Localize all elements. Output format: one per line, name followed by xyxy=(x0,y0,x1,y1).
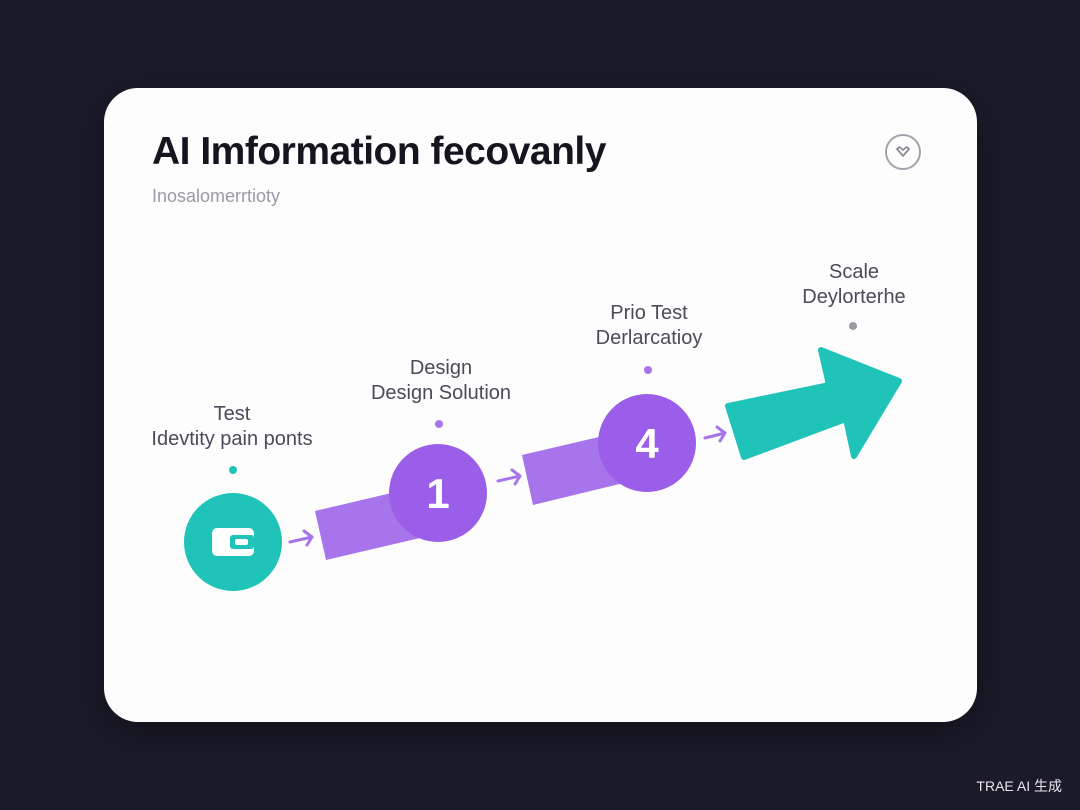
step-1-dot xyxy=(229,466,237,474)
step-3-dot xyxy=(644,366,652,374)
step-4-dot xyxy=(849,322,857,330)
step-4-label: Scale Deylorterhe xyxy=(802,260,905,310)
diagram-card: AI Imformation fecovanly Inosalomerrtiot… xyxy=(104,88,977,722)
step-2-circle xyxy=(389,444,487,542)
heart-icon xyxy=(896,146,910,157)
step-1-label: Test Idevtity pain ponts xyxy=(151,402,312,452)
big-arrow-icon xyxy=(725,347,902,460)
arrow-icon-3 xyxy=(703,425,727,443)
page-subtitle: Inosalomerrtioty xyxy=(152,186,281,206)
arrow-icon-2 xyxy=(496,468,522,486)
step-2-label: Design Design Solution xyxy=(371,356,511,406)
step-3-title: Prio Test xyxy=(610,302,688,324)
step-3-number: 4 xyxy=(635,420,659,467)
step-4-title: Scale xyxy=(828,261,880,283)
step-1-title: Test xyxy=(213,403,251,425)
step-4-subtitle: Deylorterhe xyxy=(802,286,906,308)
step-2-title: Design xyxy=(409,357,473,379)
arrow-icon-1 xyxy=(288,529,314,547)
step-2-number: 1 xyxy=(426,470,449,517)
step-3-circle xyxy=(598,394,696,492)
step-3-subtitle: Derlarcatioy xyxy=(595,327,703,349)
heart-badge-button[interactable] xyxy=(885,134,921,170)
card-icon xyxy=(212,528,254,556)
step-3-label: Prio Test Derlarcatioy xyxy=(596,301,703,351)
page-title: AI Imformation fecovanly xyxy=(152,130,606,173)
step-2-dot xyxy=(435,420,443,428)
watermark: TRAE AI 生成 xyxy=(976,778,1062,794)
step-2-subtitle: Design Solution xyxy=(370,382,512,404)
step-1-subtitle: Idevtity pain ponts xyxy=(151,428,313,450)
process-flow: 1 4 xyxy=(184,347,902,591)
